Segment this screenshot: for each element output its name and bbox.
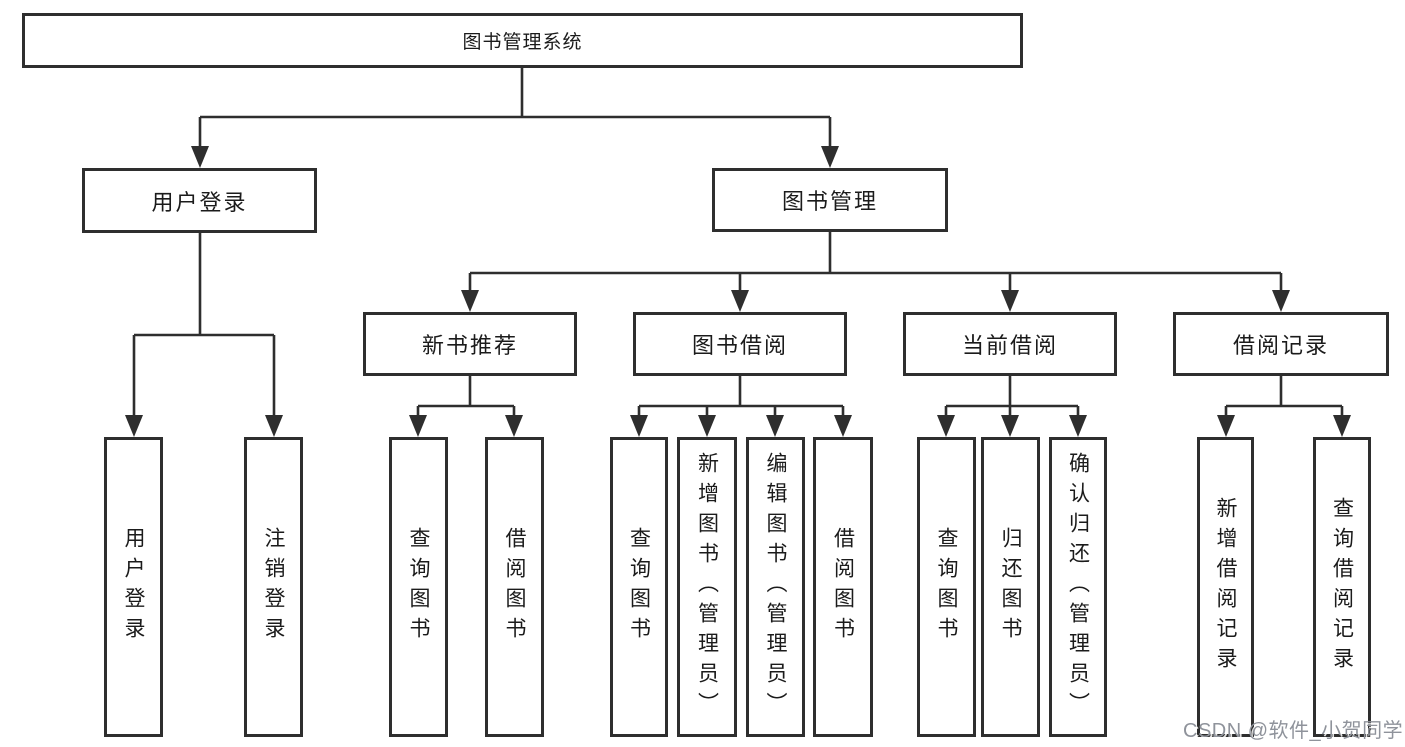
- node-book-management: 图书管理: [712, 168, 948, 232]
- leaf-records-query-record-label: 查询借阅记录: [1330, 497, 1354, 677]
- leaf-logout: 注销登录: [244, 437, 303, 737]
- node-book-borrow-label: 图书借阅: [691, 333, 788, 358]
- leaf-recommend-query-book-label: 查询图书: [407, 527, 430, 647]
- node-borrow-records: 借阅记录: [1173, 312, 1389, 376]
- leaf-borrow-borrow-book: 借阅图书: [813, 437, 873, 737]
- leaf-current-query-book: 查询图书: [917, 437, 976, 737]
- leaf-logout-label: 注销登录: [262, 527, 285, 647]
- leaf-current-query-book-label: 查询图书: [935, 527, 958, 647]
- leaf-borrow-borrow-book-label: 借阅图书: [831, 527, 855, 647]
- node-book-management-label: 图书管理: [781, 189, 878, 214]
- node-book-borrow: 图书借阅: [633, 312, 847, 376]
- leaf-current-return-book-label: 归还图书: [999, 527, 1022, 647]
- leaf-user-login-label: 用户登录: [122, 527, 145, 647]
- leaf-recommend-borrow-book-label: 借阅图书: [503, 527, 526, 647]
- leaf-records-add-record-label: 新增借阅记录: [1214, 497, 1237, 677]
- leaf-recommend-borrow-book: 借阅图书: [485, 437, 544, 737]
- leaf-current-confirm-return-admin: 确认归还（管理员）: [1049, 437, 1107, 737]
- node-current-borrow-label: 当前借阅: [961, 333, 1058, 358]
- leaf-records-query-record: 查询借阅记录: [1313, 437, 1371, 737]
- leaf-current-confirm-return-admin-label: 确认归还（管理员）: [1066, 452, 1090, 722]
- node-root-system: 图书管理系统: [22, 13, 1023, 68]
- node-root-label: 图书管理系统: [462, 32, 583, 53]
- leaf-user-login: 用户登录: [104, 437, 163, 737]
- leaf-borrow-edit-book-admin-label: 编辑图书（管理员）: [764, 452, 787, 722]
- leaf-records-add-record: 新增借阅记录: [1197, 437, 1254, 737]
- node-new-book-recommend-label: 新书推荐: [421, 333, 518, 358]
- leaf-recommend-query-book: 查询图书: [389, 437, 448, 737]
- node-current-borrow: 当前借阅: [903, 312, 1117, 376]
- node-borrow-records-label: 借阅记录: [1232, 333, 1329, 358]
- leaf-borrow-add-book-admin-label: 新增图书（管理员）: [695, 452, 719, 722]
- leaf-current-return-book: 归还图书: [981, 437, 1040, 737]
- leaf-borrow-query-book-label: 查询图书: [627, 527, 651, 647]
- node-new-book-recommend: 新书推荐: [363, 312, 577, 376]
- leaf-borrow-query-book: 查询图书: [610, 437, 668, 737]
- leaf-borrow-add-book-admin: 新增图书（管理员）: [677, 437, 737, 737]
- csdn-watermark: CSDN @软件_小贺同学: [1183, 720, 1404, 742]
- node-user-login: 用户登录: [82, 168, 317, 233]
- leaf-borrow-edit-book-admin: 编辑图书（管理员）: [746, 437, 805, 737]
- node-user-login-label: 用户登录: [151, 189, 248, 215]
